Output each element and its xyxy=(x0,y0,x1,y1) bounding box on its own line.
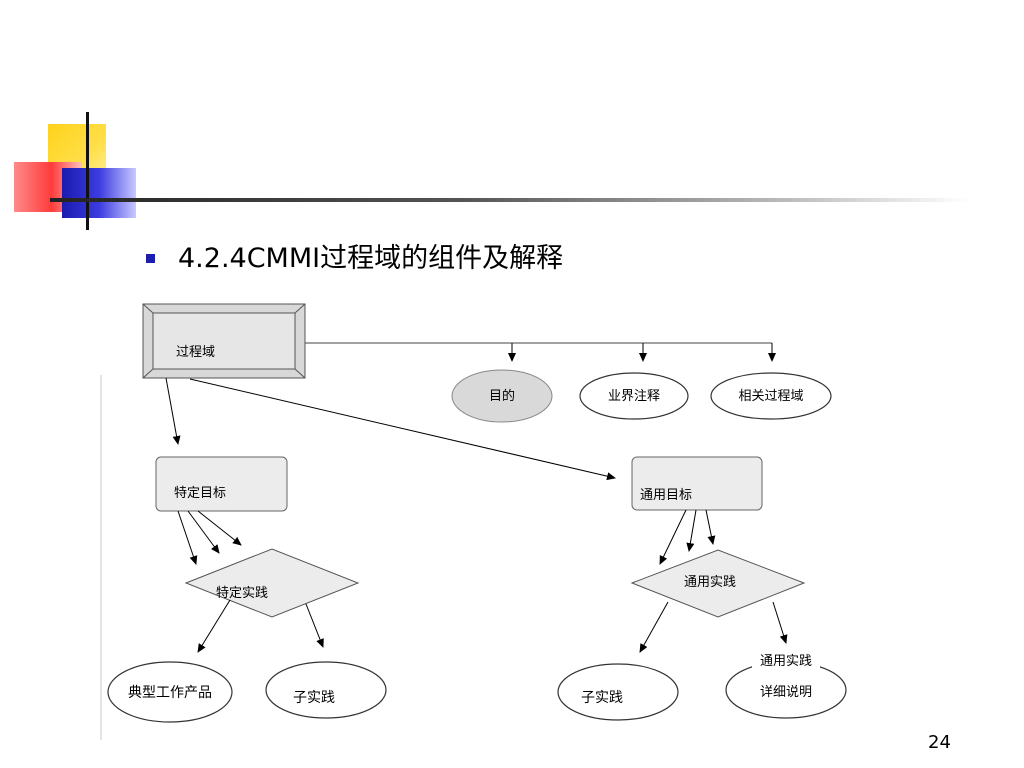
notes-label: 业界注释 xyxy=(608,389,660,404)
subpractices-right-label: 子实践 xyxy=(581,690,623,706)
title-bullet xyxy=(146,254,155,263)
work-products-label: 典型工作产品 xyxy=(128,685,212,701)
arrow-sg-sp-3 xyxy=(197,510,242,546)
arrow-sg-sp-2 xyxy=(187,510,220,554)
notes-oval xyxy=(579,372,689,420)
arrow-gg-gp-1 xyxy=(659,509,687,565)
page-number: 24 xyxy=(928,732,951,753)
elaborations-line1: 通用实践 xyxy=(760,654,812,669)
decor-blue-square xyxy=(62,168,136,218)
elaborations-line1-bg xyxy=(752,650,820,668)
specific-practices-label: 特定实践 xyxy=(216,586,268,601)
decor-horizontal-rule xyxy=(50,198,970,202)
arrow-gp-subpractices xyxy=(639,601,669,653)
generic-goals-label: 通用目标 xyxy=(640,488,692,503)
elaborations-line2: 详细说明 xyxy=(760,685,812,700)
arrow-to-specific-goals xyxy=(165,377,181,445)
arrow-sp-subpractices xyxy=(305,603,324,648)
related-oval xyxy=(710,372,832,420)
generic-goals-box xyxy=(631,456,763,511)
process-area-box: 过程域 xyxy=(142,303,306,379)
purpose-oval xyxy=(451,369,553,423)
process-area-label: 过程域 xyxy=(176,345,215,360)
purpose-label: 目的 xyxy=(489,388,515,404)
related-label: 相关过程域 xyxy=(738,389,803,404)
arrow-sp-work-products xyxy=(197,599,231,653)
generic-practices-label: 通用实践 xyxy=(684,575,736,590)
arrow-gg-gp-2 xyxy=(686,509,697,552)
slide-title: 4.2.4CMMI过程域的组件及解释 xyxy=(178,243,564,274)
arrow-gg-gp-3 xyxy=(705,509,716,545)
arrow-sg-sp-1 xyxy=(177,510,198,565)
generic-practices-diamond xyxy=(630,549,806,618)
subpractices-left-oval xyxy=(265,661,387,719)
subpractices-right-oval xyxy=(557,663,679,721)
arrow-to-generic-goals xyxy=(189,378,616,481)
specific-goals-box xyxy=(155,456,288,512)
specific-goals-label: 特定目标 xyxy=(174,486,226,501)
subpractices-left-label: 子实践 xyxy=(293,690,335,706)
specific-practices-diamond xyxy=(184,548,360,618)
arrow-gp-elaborations xyxy=(772,601,788,644)
decor-vertical-line xyxy=(86,112,89,230)
work-products-oval xyxy=(107,661,233,723)
